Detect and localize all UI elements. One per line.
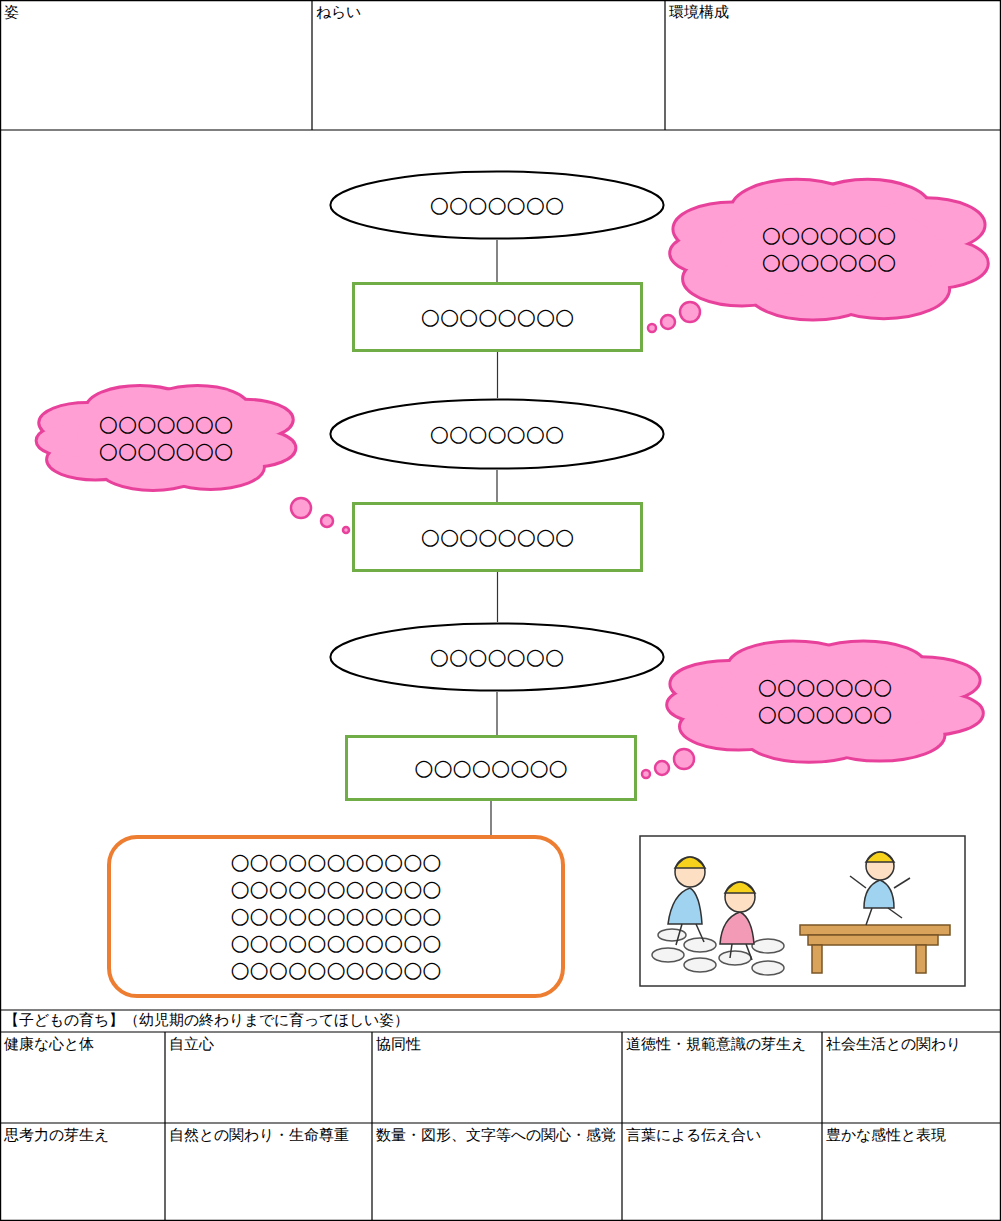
connector-line (497, 352, 498, 398)
node-text-group: ○○○○○○○ ○○○○○○○ (755, 222, 904, 276)
column-header: ねらい (316, 3, 656, 23)
connector-line (496, 692, 497, 735)
process-box: ○○○○○○○○ (345, 735, 637, 801)
connector-line (496, 470, 497, 502)
table-cell: 健康な心と体 (4, 1035, 162, 1055)
table-cell: 道徳性・規範意識の芽生え (626, 1035, 818, 1055)
node-text: ○○○○○○○ ○○○○○○○ (755, 222, 904, 276)
table-cell: 思考力の芽生え (4, 1126, 162, 1146)
column-header: 環境構成 (669, 3, 989, 23)
thought-cloud: ○○○○○○○ ○○○○○○○ (665, 640, 985, 762)
children-illustration (640, 836, 965, 986)
table-cell: 協同性 (376, 1035, 618, 1055)
node-text-group: ○○○○○○○○ (421, 304, 575, 331)
table-cell: 数量・図形、文字等への関心・感覚 (376, 1126, 618, 1146)
oval-node: ○○○○○○○ (327, 170, 667, 240)
connector-line (497, 572, 498, 622)
connector-line (496, 240, 497, 282)
column-header: 姿 (4, 3, 304, 23)
process-box: ○○○○○○○○ (352, 502, 643, 572)
thought-cloud: ○○○○○○○ ○○○○○○○ (668, 178, 990, 320)
node-text: ○○○○○○○○ (421, 304, 575, 331)
table-title: 【子どもの育ち】（幼児期の終わりまでに育ってほしい姿） (4, 1011, 994, 1031)
node-text-group: ○○○○○○○○○○○ ○○○○○○○○○○○ ○○○○○○○○○○○ ○○○○… (220, 849, 452, 983)
node-text: ○○○○○○○○○○○ ○○○○○○○○○○○ ○○○○○○○○○○○ ○○○○… (220, 849, 452, 983)
node-text-group: ○○○○○○○ (430, 644, 564, 671)
process-box: ○○○○○○○○ (352, 282, 643, 352)
thought-cloud: ○○○○○○○ ○○○○○○○ (35, 385, 297, 490)
table-cell: 社会生活との関わり (826, 1035, 996, 1055)
node-text-group: ○○○○○○○ ○○○○○○○ (92, 411, 241, 465)
oval-node: ○○○○○○○ (327, 398, 667, 470)
node-text: ○○○○○○○ (430, 192, 564, 219)
node-text: ○○○○○○○ ○○○○○○○ (92, 411, 241, 465)
node-text: ○○○○○○○○ (421, 524, 575, 551)
oval-node: ○○○○○○○ (327, 622, 667, 692)
summary-box: ○○○○○○○○○○○ ○○○○○○○○○○○ ○○○○○○○○○○○ ○○○○… (107, 835, 565, 998)
table-cell: 豊かな感性と表現 (826, 1126, 996, 1146)
node-text: ○○○○○○○ (430, 644, 564, 671)
node-text: ○○○○○○○ (430, 421, 564, 448)
table-cell: 自立心 (169, 1035, 369, 1055)
node-text-group: ○○○○○○○ ○○○○○○○ (751, 674, 900, 728)
node-text-group: ○○○○○○○ (430, 421, 564, 448)
node-text: ○○○○○○○○ (414, 755, 568, 782)
table-cell: 自然との関わり・生命尊重 (169, 1126, 369, 1146)
thought-dots (291, 302, 700, 778)
node-text-group: ○○○○○○○○ (414, 755, 568, 782)
node-text-group: ○○○○○○○ (430, 192, 564, 219)
connector-line (490, 801, 491, 835)
node-text-group: ○○○○○○○○ (421, 524, 575, 551)
table-cell: 言葉による伝え合い (626, 1126, 818, 1146)
node-text: ○○○○○○○ ○○○○○○○ (751, 674, 900, 728)
